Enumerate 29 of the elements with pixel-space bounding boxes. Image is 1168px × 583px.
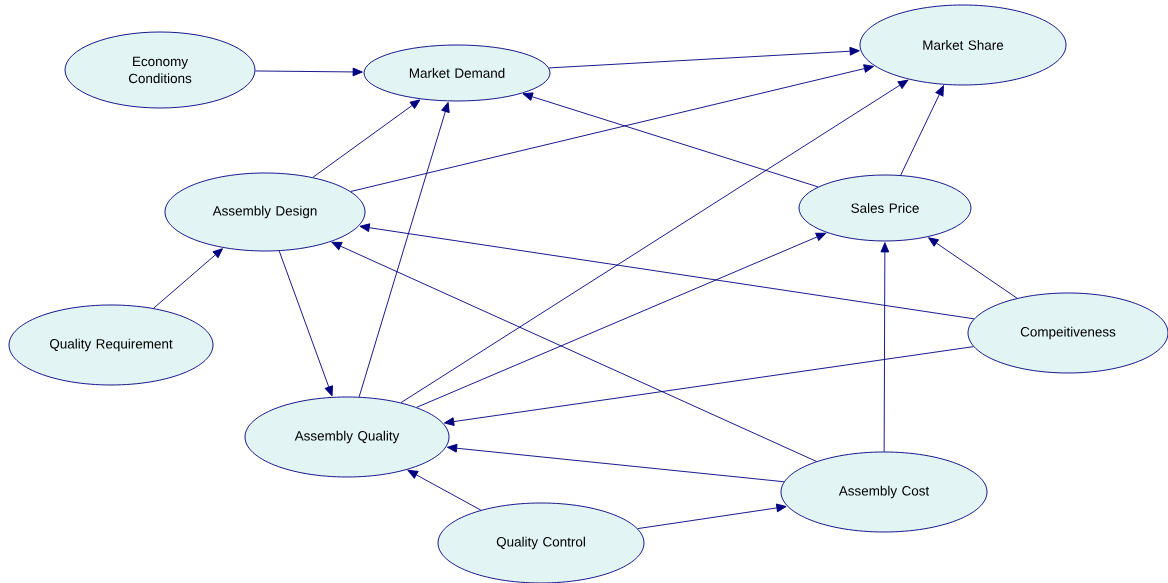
arrow <box>255 67 363 77</box>
ellipse-node: Compeitiveness <box>967 292 1168 374</box>
arrow <box>153 248 223 309</box>
arrow <box>637 503 787 530</box>
ellipse-node: Assembly Design <box>164 172 366 252</box>
ellipse-node: Assembly Quality <box>244 396 450 478</box>
arrow <box>358 102 450 398</box>
ellipse-node: Market Share <box>859 4 1067 86</box>
arrow <box>312 99 421 178</box>
arrow <box>416 232 827 408</box>
arrow <box>928 237 1018 299</box>
ellipse-node: Sales Price <box>798 174 972 242</box>
arrow <box>407 469 482 511</box>
arrow <box>350 64 875 192</box>
arrow <box>331 241 817 462</box>
arrow <box>400 79 909 404</box>
arrow <box>900 85 944 176</box>
ellipse-node: Economy Conditions <box>64 31 256 109</box>
ellipse-node: Assembly Cost <box>780 451 988 533</box>
ellipse-node: Market Demand <box>363 44 551 102</box>
arrow <box>446 443 785 483</box>
arrow <box>522 92 819 188</box>
arrow <box>548 46 860 69</box>
arrow <box>278 250 333 397</box>
arrow <box>443 346 974 426</box>
arrow <box>880 242 890 452</box>
ellipse-node: Quality Requirement <box>8 304 214 386</box>
arrow <box>359 223 975 320</box>
ellipse-node: Quality Control <box>437 502 645 583</box>
